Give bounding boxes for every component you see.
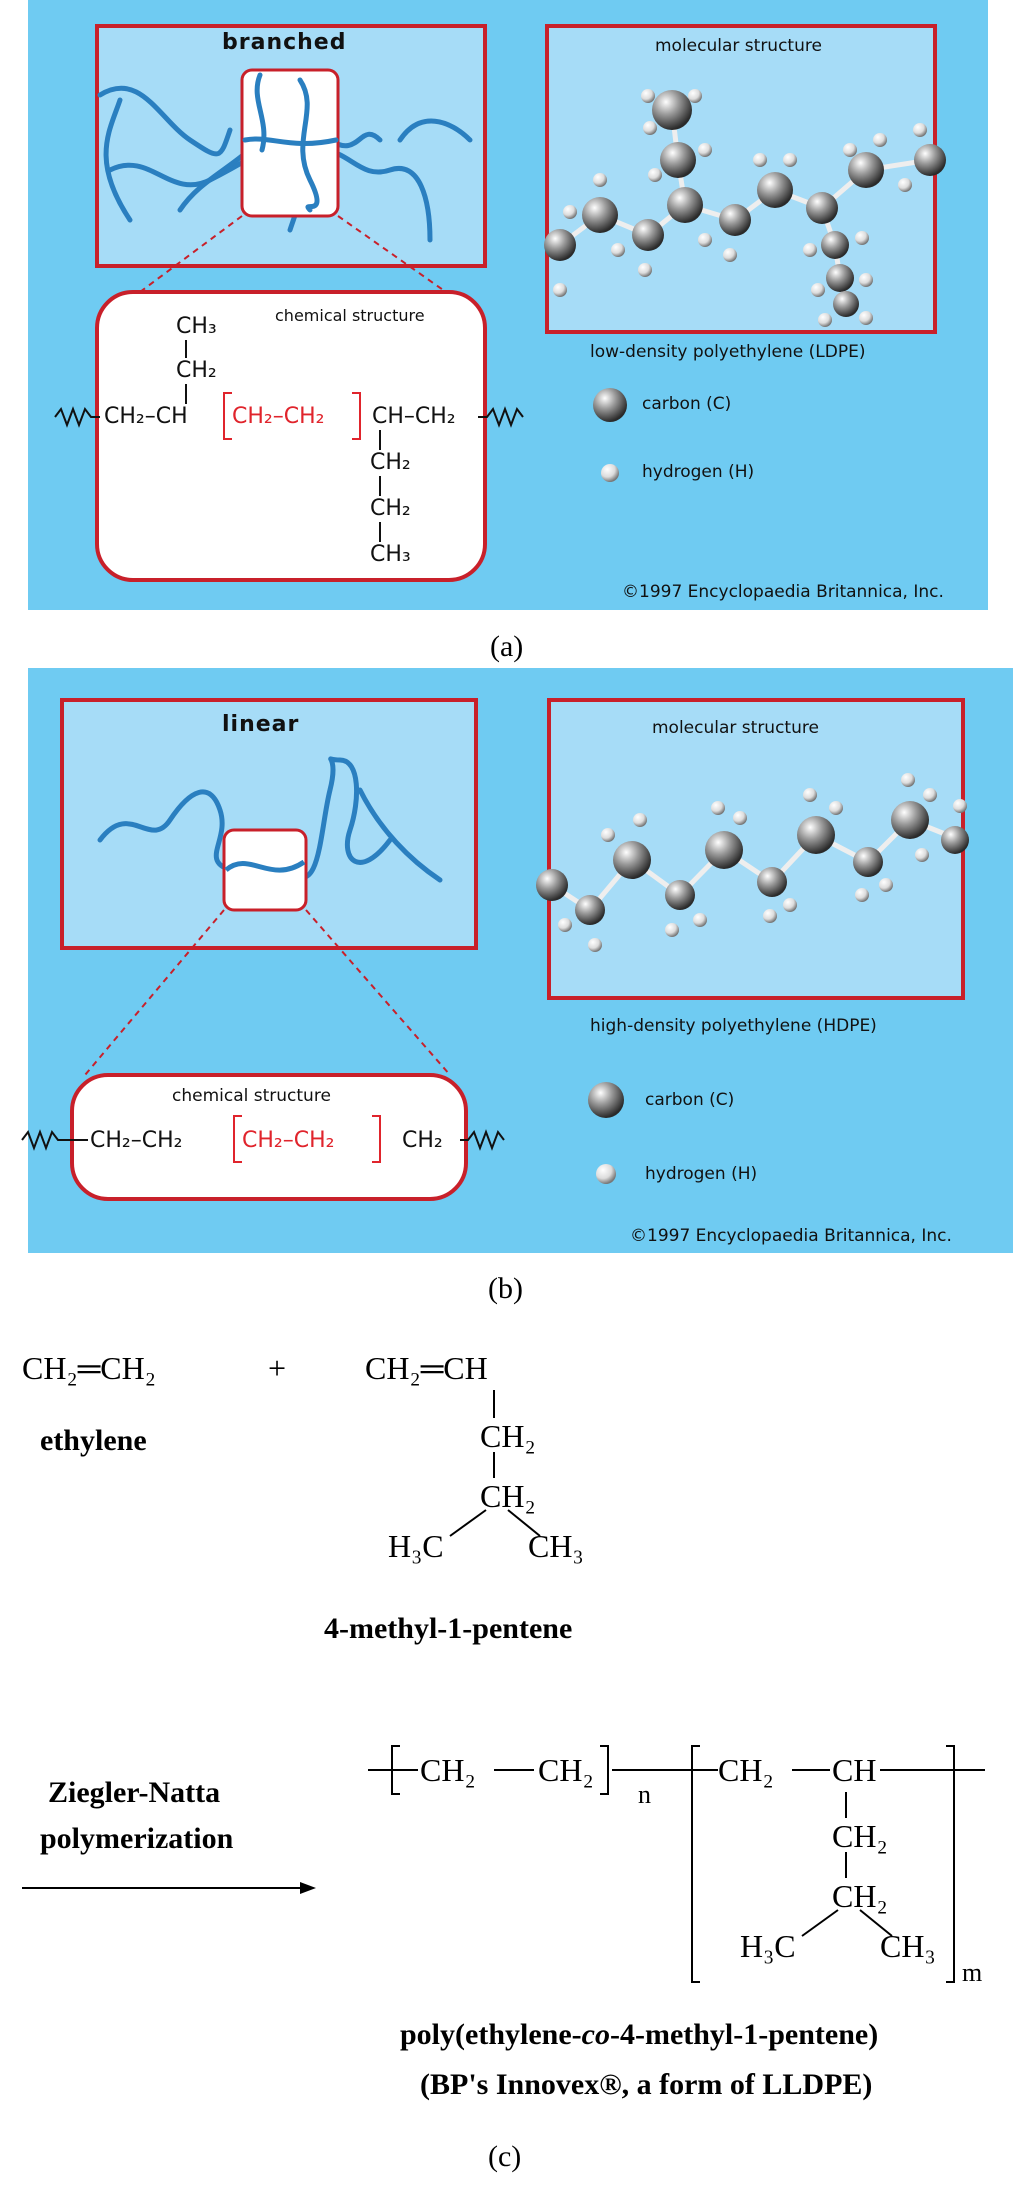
poly-ch2-c: CH₂ [718, 1752, 774, 1788]
pentene-h3c: H₃C [388, 1528, 444, 1564]
zoom-line-left-a [139, 215, 243, 293]
hdpe-copyright: ©1997 Encyclopaedia Britannica, Inc. [630, 1226, 952, 1246]
pentene-name: 4-methyl-1-pentene [324, 1612, 573, 1645]
pentene-top: CH₂═CH [365, 1350, 488, 1386]
hdpe-formula-left: CH₂–CH₂ [90, 1128, 183, 1153]
poly-ch2-a: CH₂ [420, 1752, 476, 1788]
ldpe-legend-hydrogen: hydrogen (H) [642, 462, 755, 482]
ldpe-branch-ch3-b: CH₃ [370, 542, 411, 567]
linear-title: linear [222, 712, 300, 737]
product-name-co: co [581, 2018, 610, 2051]
ethylene-formula: CH₂═CH₂ [22, 1350, 156, 1386]
ldpe-molecule [544, 89, 946, 327]
ldpe-copyright: ©1997 Encyclopaedia Britannica, Inc. [622, 582, 944, 602]
ldpe-main-red: CH₂–CH₂ [232, 404, 325, 429]
ldpe-caption: low-density polyethylene (LDPE) [590, 342, 866, 362]
zoom-line-right-a [337, 215, 447, 293]
pentene-ch2-b: CH₂ [480, 1478, 536, 1514]
figure-label-c: (c) [488, 2140, 522, 2173]
product-note: (BP's Innovex®, a form of LLDPE) [420, 2068, 873, 2101]
hdpe-legend-carbon-ball [588, 1082, 624, 1118]
branched-title: branched [222, 30, 347, 55]
branched-zoom-strands [242, 72, 339, 213]
ldpe-molecular-title: molecular structure [655, 36, 822, 56]
polymer-brackets [391, 1745, 955, 1983]
pentene-ch2-a: CH₂ [480, 1418, 536, 1454]
zoom-line-right-b [305, 909, 451, 1076]
poly-branch-ch2-a: CH₂ [832, 1818, 888, 1854]
reaction-label-line2: polymerization [40, 1822, 234, 1855]
ldpe-legend-carbon: carbon (C) [642, 394, 732, 414]
hdpe-structure-bonds [21, 1129, 505, 1151]
ldpe-main-right: CH–CH₂ [372, 404, 456, 429]
ldpe-branch-ch2-b: CH₂ [370, 496, 411, 521]
poly-sub-m: m [962, 1958, 983, 1987]
ldpe-chemical-title: chemical structure [275, 306, 425, 325]
hdpe-chemical-box [70, 1073, 468, 1201]
plus-sign: + [268, 1350, 287, 1386]
ldpe-structure-bonds [54, 340, 524, 542]
poly-ch2-b: CH₂ [538, 1752, 594, 1788]
product-name-pre: poly(ethylene- [400, 2018, 582, 2051]
hdpe-legend-hydrogen-ball [596, 1164, 616, 1184]
poly-ch: CH [832, 1752, 877, 1788]
hdpe-chemical-title: chemical structure [172, 1086, 331, 1106]
hdpe-legend-hydrogen: hydrogen (H) [645, 1164, 758, 1184]
poly-branch-ch2-b: CH₂ [832, 1878, 888, 1914]
hdpe-repeat-brackets [233, 1115, 381, 1163]
polymer-bonds [368, 1769, 985, 1937]
hdpe-formula-right: CH₂ [402, 1128, 443, 1153]
product-name-post: -4-methyl-1-pentene) [609, 2018, 879, 2051]
ldpe-legend-hydrogen-ball [601, 464, 619, 482]
reaction-arrow [22, 1882, 316, 1894]
hdpe-legend-carbon: carbon (C) [645, 1090, 735, 1110]
product-name: poly(ethylene-co-4-methyl-1-pentene) [400, 2018, 878, 2052]
hdpe-molecule [536, 773, 969, 952]
ldpe-branch-ch2-top: CH₂ [176, 358, 217, 383]
ldpe-branch-ch2-a: CH₂ [370, 450, 411, 475]
ldpe-repeat-brackets [223, 392, 361, 440]
poly-h3c: H₃C [740, 1928, 796, 1964]
poly-sub-n: n [638, 1780, 651, 1809]
reaction-label-line1: Ziegler-Natta [48, 1776, 221, 1809]
hdpe-molecular-title: molecular structure [652, 718, 819, 738]
hdpe-caption: high-density polyethylene (HDPE) [590, 1016, 877, 1036]
linear-zoom-strand [224, 859, 306, 873]
figure-label-b: (b) [488, 1272, 523, 1305]
ldpe-main-left: CH₂–CH [104, 404, 188, 429]
ldpe-legend-carbon-ball [593, 388, 627, 422]
ldpe-chemical-box [95, 290, 487, 582]
pentene-bonds [449, 1390, 541, 1537]
zoom-line-left-b [84, 909, 225, 1076]
figure-label-a: (a) [490, 630, 524, 663]
ldpe-branch-ch3-top: CH₃ [176, 314, 217, 339]
ethylene-name: ethylene [40, 1424, 147, 1457]
hdpe-formula-red: CH₂–CH₂ [242, 1128, 335, 1153]
